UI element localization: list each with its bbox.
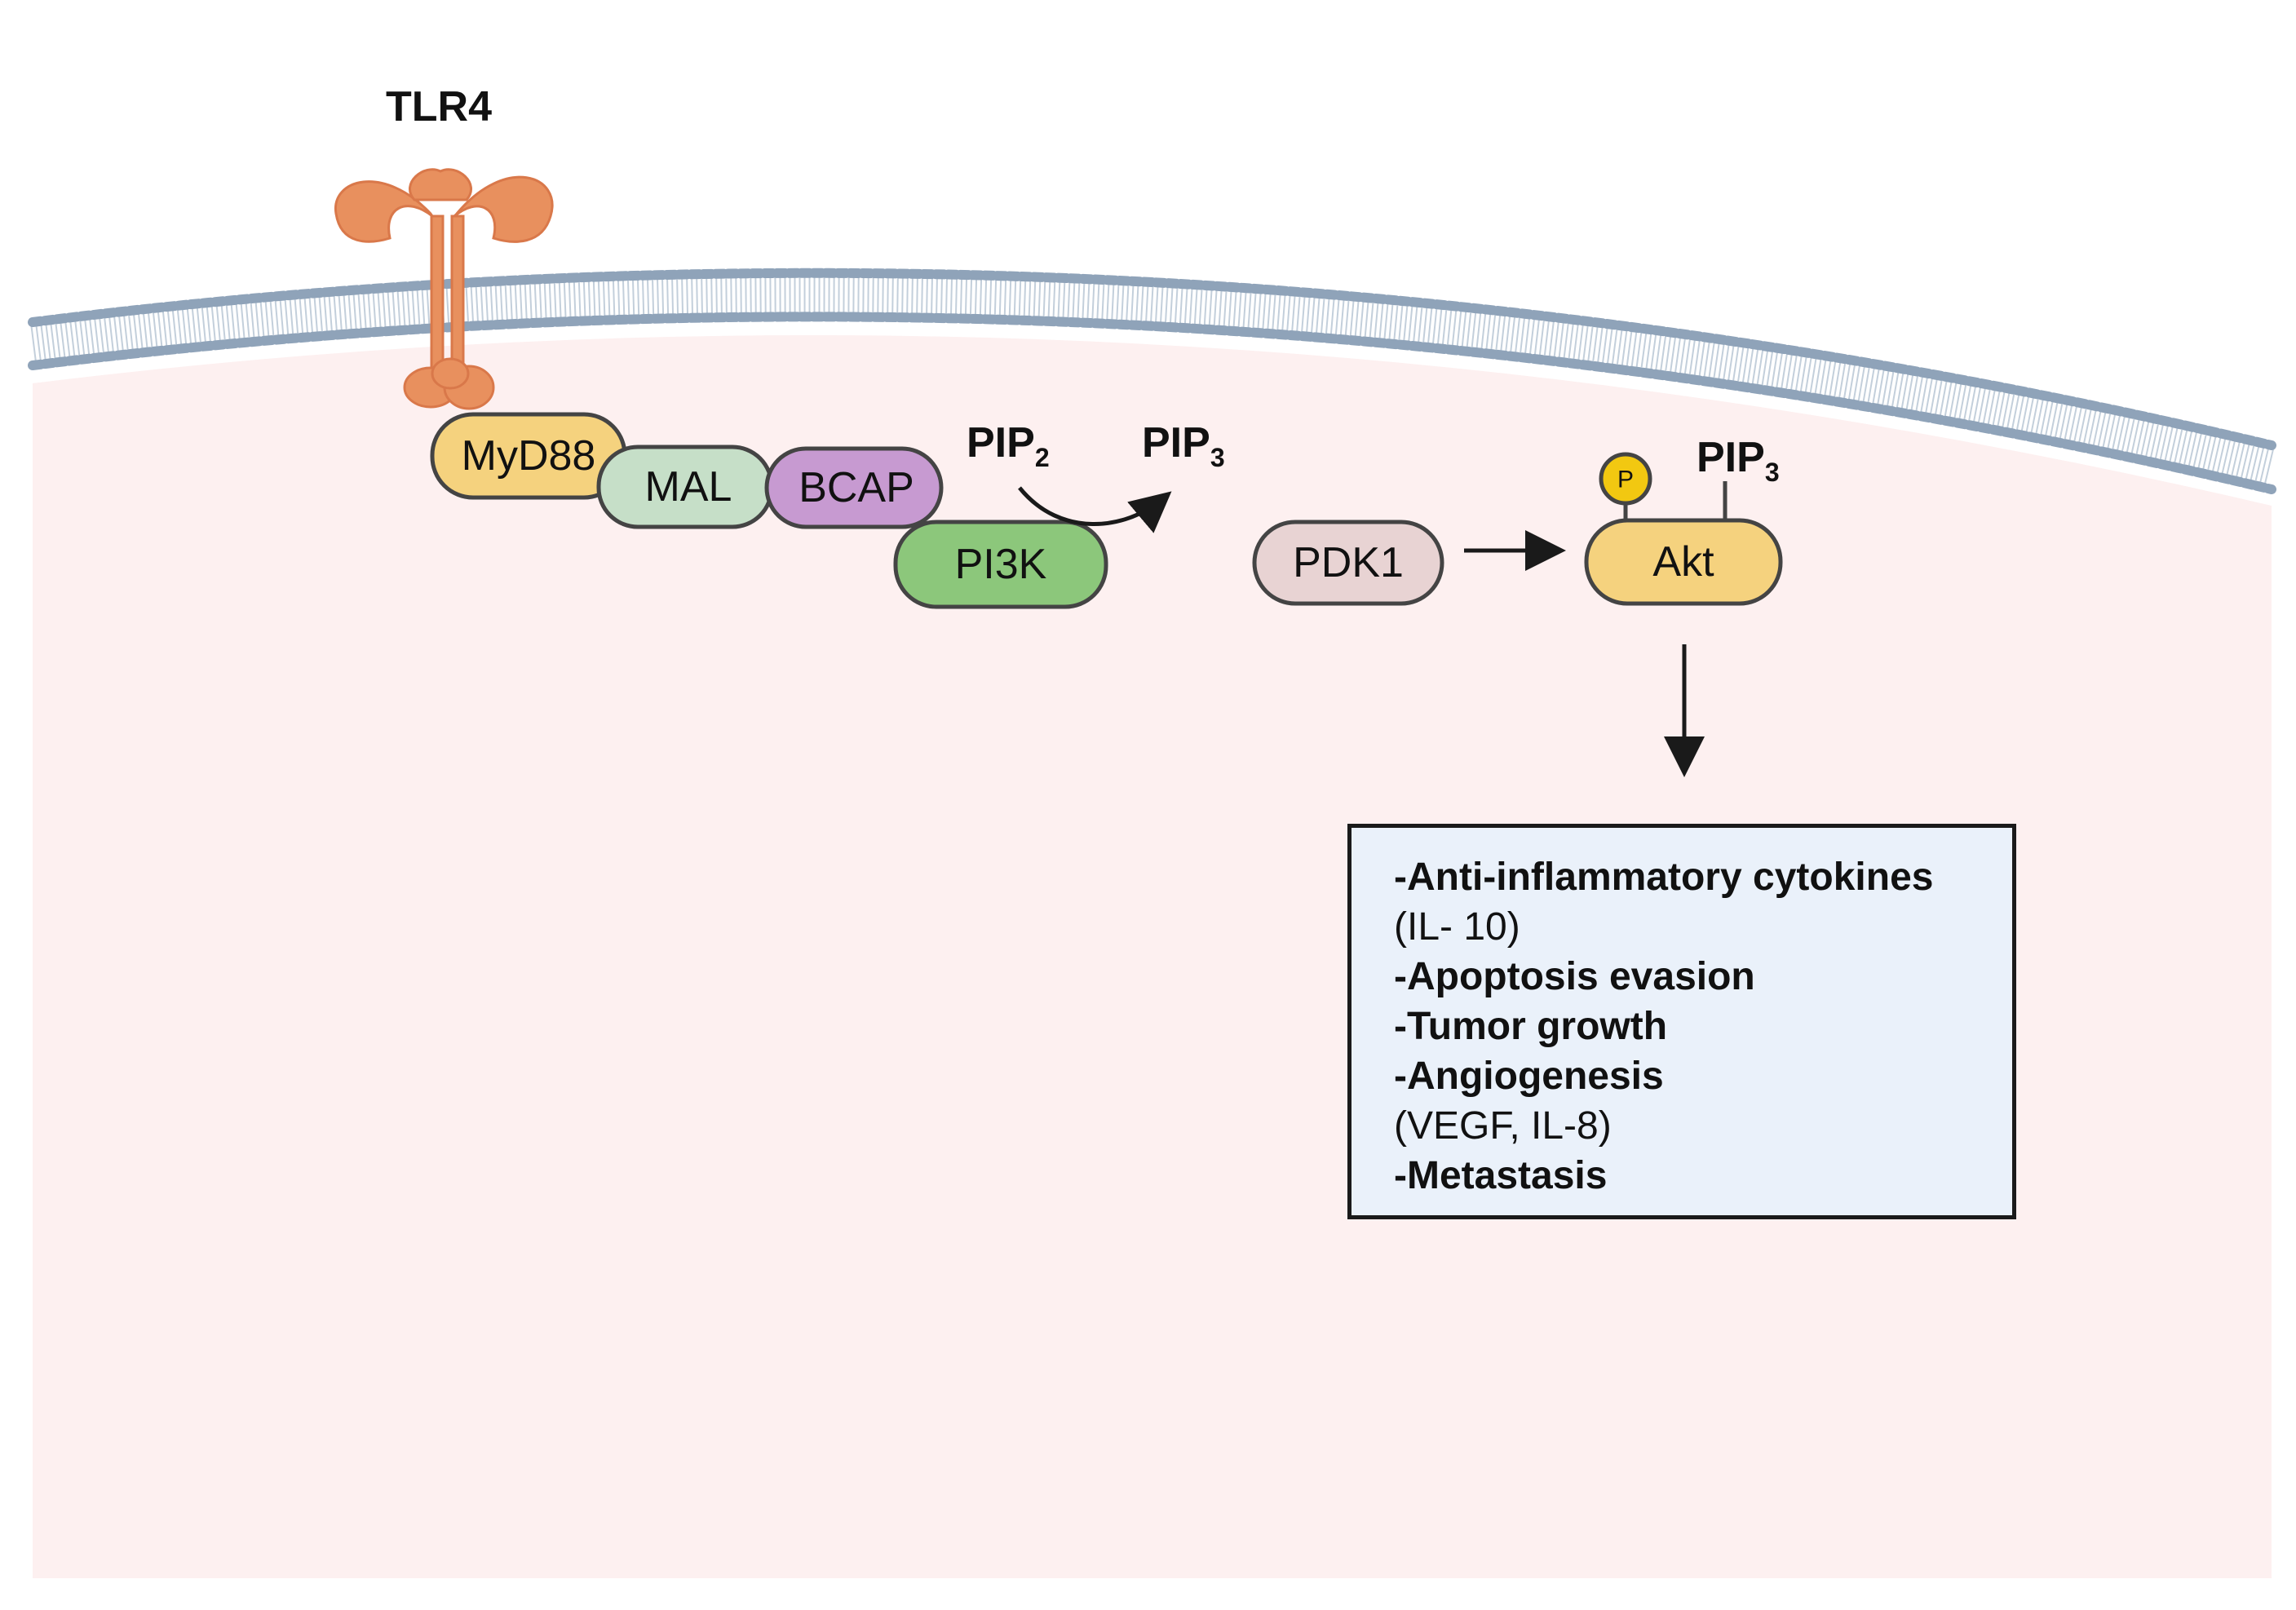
pip2-sub: 2 [1035,443,1050,472]
akt-protein: Akt [1584,481,1783,606]
akt-pip3-sub: 3 [1765,458,1780,487]
pip3-label: PIP3 [1142,419,1225,472]
akt-label: Akt [1652,538,1714,586]
pip2-label: PIP2 [967,419,1050,472]
pi3k-label: PI3K [955,541,1047,588]
pi3k-protein: PI3K [893,520,1108,609]
pip3-base: PIP [1142,419,1210,467]
mal-label: MAL [645,463,732,511]
bcap-protein: BCAP [764,446,944,529]
akt-pip3-label: PIP3 [1697,434,1780,487]
tlr4-receptor [334,168,554,410]
outcome-vegf-il8: (VEGF, IL-8) [1394,1104,1612,1148]
outcome-apoptosis-evasion: -Apoptosis evasion [1394,955,1755,998]
outcome-anti-inflammatory: -Anti-inflammatory cytokines [1394,856,1934,899]
pdk1-protein: PDK1 [1252,520,1444,606]
cytoplasm [33,335,2272,1579]
akt-pip3-base: PIP [1697,434,1765,481]
pip2-base: PIP [967,419,1035,467]
outcome-metastasis: -Metastasis [1394,1154,1608,1197]
cell-membrane [28,268,2277,494]
phosphate-group: P [1599,452,1652,506]
phosphate-label: P [1617,467,1634,493]
outcome-angiogenesis: -Angiogenesis [1394,1055,1664,1098]
mal-protein: MAL [596,445,774,529]
myd88-label: MyD88 [462,432,596,480]
outcome-il10: (IL- 10) [1394,905,1520,949]
conversion-arrow [1018,486,1172,533]
pdk1-label: PDK1 [1293,539,1404,586]
myd88-protein: MyD88 [430,412,627,500]
tlr4-label: TLR4 [386,83,492,130]
outcome-tumor-growth: -Tumor growth [1394,1005,1668,1048]
pip3-sub: 3 [1210,443,1225,472]
bcap-label: BCAP [799,464,914,511]
outcomes-box: -Anti-inflammatory cytokines (IL- 10) -A… [1347,824,2016,1219]
